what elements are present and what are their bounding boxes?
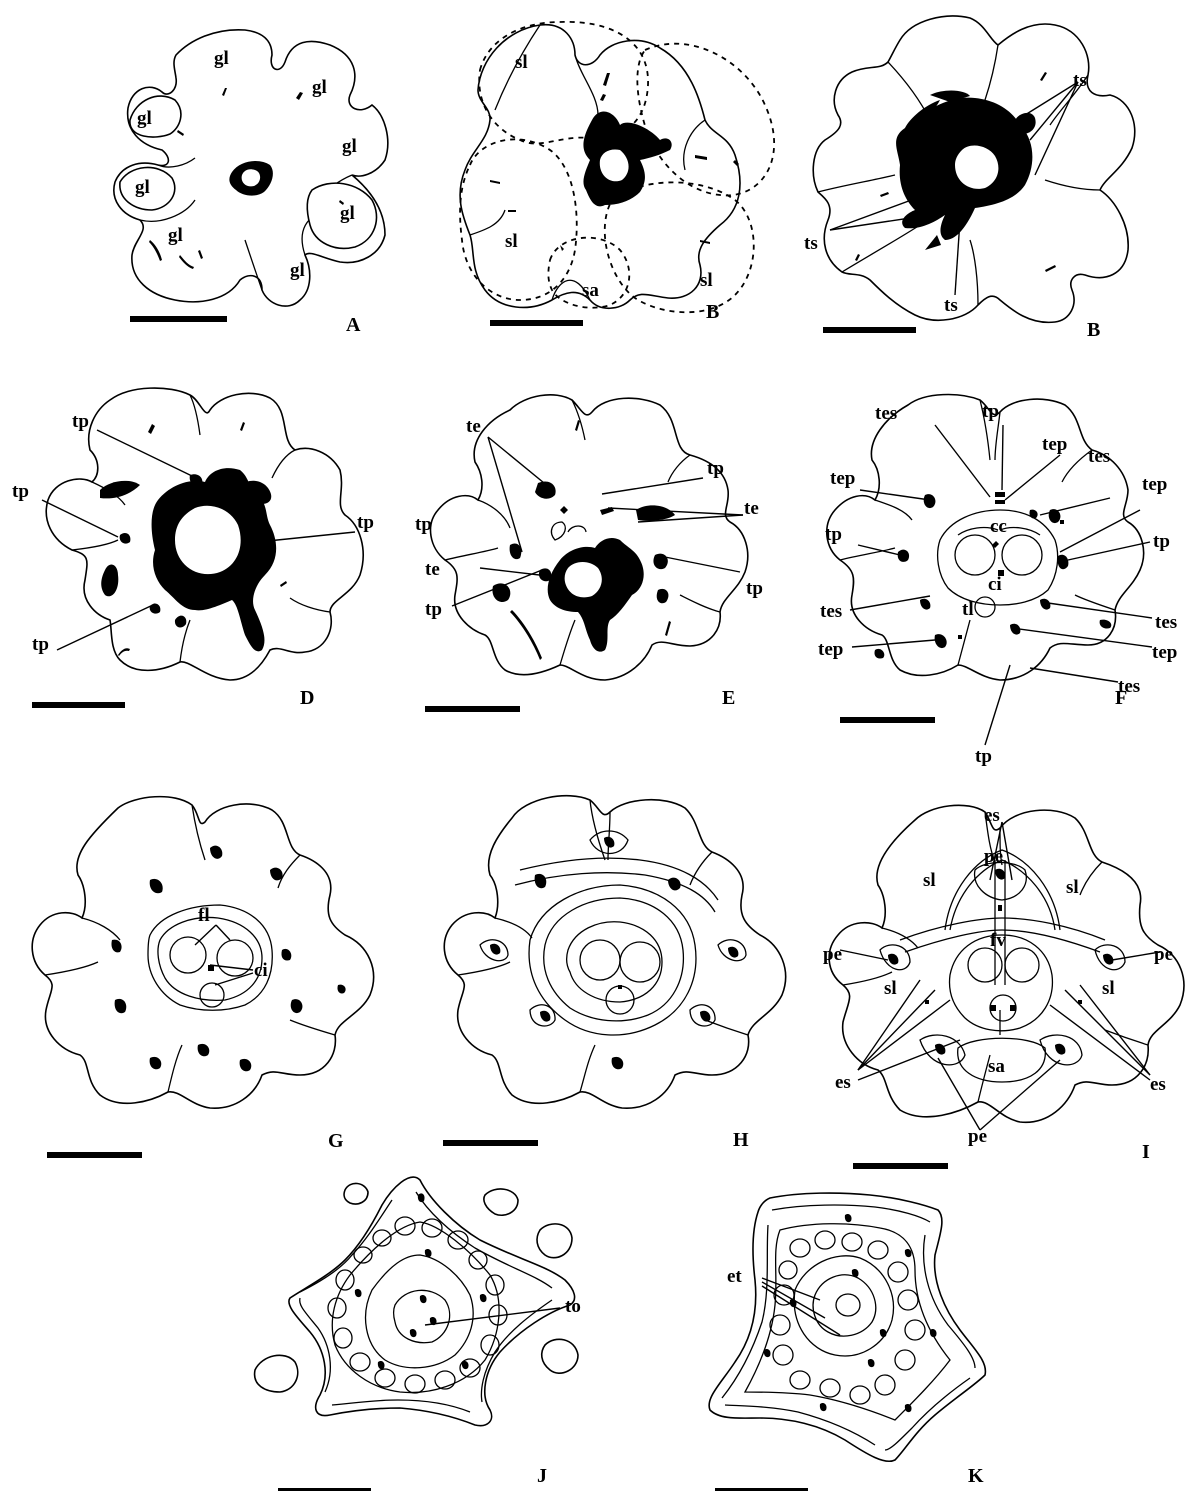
panel-a: gl gl gl gl gl gl gl gl gl A xyxy=(114,30,388,336)
label-es: es xyxy=(984,805,1000,826)
scale-bar xyxy=(823,327,916,333)
label-ci: ci xyxy=(988,574,1002,595)
label-to: to xyxy=(565,1296,581,1317)
label-tp: tp xyxy=(707,458,724,479)
panel-letter: H xyxy=(733,1129,749,1151)
panel-g: fl ci G xyxy=(32,797,373,1158)
label-gl: gl xyxy=(168,225,183,246)
panel-letter: B xyxy=(1087,319,1100,341)
panel-letter: E xyxy=(722,687,735,709)
panel-letter: K xyxy=(968,1465,984,1487)
label-tp: tp xyxy=(982,401,999,422)
label-gl: gl xyxy=(214,48,229,69)
panel-b-sections: sl sl sl sa B xyxy=(460,22,774,326)
label-tes: tes xyxy=(820,601,842,622)
label-tes: tes xyxy=(1155,612,1177,633)
panel-letter: F xyxy=(1115,687,1127,709)
panel-k: et K xyxy=(709,1193,985,1491)
panel-letter: J xyxy=(537,1465,547,1487)
label-pe: pe xyxy=(968,1126,987,1147)
label-tep: tep xyxy=(830,468,855,489)
label-tep: tep xyxy=(1142,474,1167,495)
label-tp: tp xyxy=(425,599,442,620)
scale-bar xyxy=(840,717,935,723)
label-sl: sl xyxy=(884,978,897,999)
label-sl: sl xyxy=(700,270,713,291)
scale-bar xyxy=(853,1163,948,1169)
label-pe: pe xyxy=(984,846,1003,867)
label-tp: tp xyxy=(12,481,29,502)
panel-i: es pe sl sl fv pe pe sl sl es es sa pe I xyxy=(823,805,1184,1169)
panel-j: to J xyxy=(255,1177,581,1491)
label-sl: sl xyxy=(505,231,518,252)
panel-e: te tp te tp te tp tp E xyxy=(415,395,763,712)
label-sl: sl xyxy=(1066,877,1079,898)
panel-letter: G xyxy=(328,1130,344,1152)
panel-letter: D xyxy=(300,687,314,709)
scale-bar xyxy=(443,1140,538,1146)
label-et: et xyxy=(727,1266,742,1287)
label-es: es xyxy=(1150,1074,1166,1095)
label-te: te xyxy=(425,559,440,580)
scale-bar xyxy=(425,706,520,712)
label-sa: sa xyxy=(988,1056,1005,1077)
panel-letter: I xyxy=(1142,1141,1150,1163)
label-gl: gl xyxy=(312,77,327,98)
label-tep: tep xyxy=(818,639,843,660)
label-ts: ts xyxy=(804,233,818,254)
panel-letter: A xyxy=(346,314,361,336)
scale-bar xyxy=(130,316,227,322)
label-tp: tp xyxy=(357,512,374,533)
scale-bar xyxy=(490,320,583,326)
label-tp: tp xyxy=(1153,531,1170,552)
panel-letter: B xyxy=(706,301,719,323)
label-pe: pe xyxy=(1154,944,1173,965)
label-tp: tp xyxy=(825,524,842,545)
label-gl: gl xyxy=(340,203,355,224)
label-cc: cc xyxy=(990,516,1007,537)
label-gl: gl xyxy=(290,260,305,281)
panel-d: tp tp tp tp D xyxy=(12,388,374,709)
label-fl: fl xyxy=(198,905,210,926)
label-tp: tp xyxy=(415,514,432,535)
panel-b-traces: ts ts ts B xyxy=(804,16,1135,341)
label-tp: tp xyxy=(975,746,992,767)
panel-h: H xyxy=(443,796,786,1151)
label-sl: sl xyxy=(1102,978,1115,999)
label-ts: ts xyxy=(1073,70,1087,91)
label-gl: gl xyxy=(342,136,357,157)
label-sl: sl xyxy=(515,52,528,73)
scale-bar xyxy=(278,1488,371,1491)
label-tep: tep xyxy=(1152,642,1177,663)
scale-bar xyxy=(32,702,125,708)
label-ts: ts xyxy=(944,295,958,316)
label-tl: tl xyxy=(962,599,974,620)
label-te: te xyxy=(744,498,759,519)
scale-bar xyxy=(715,1488,808,1491)
label-fv: fv xyxy=(990,930,1006,951)
label-sl: sl xyxy=(923,870,936,891)
label-sa: sa xyxy=(582,280,599,301)
label-tp: tp xyxy=(746,578,763,599)
label-tp: tp xyxy=(72,411,89,432)
panel-f: tp tes tep tes tep tep tp cc tp ci tes t… xyxy=(818,395,1177,767)
label-es: es xyxy=(835,1072,851,1093)
scale-bar xyxy=(47,1152,142,1158)
label-ci: ci xyxy=(254,960,268,981)
label-te: te xyxy=(466,416,481,437)
label-tes: tes xyxy=(1088,446,1110,467)
label-pe: pe xyxy=(823,944,842,965)
label-tep: tep xyxy=(1042,434,1067,455)
label-tes: tes xyxy=(875,403,897,424)
label-gl: gl xyxy=(137,108,152,129)
label-gl: gl xyxy=(135,177,150,198)
label-tp: tp xyxy=(32,634,49,655)
